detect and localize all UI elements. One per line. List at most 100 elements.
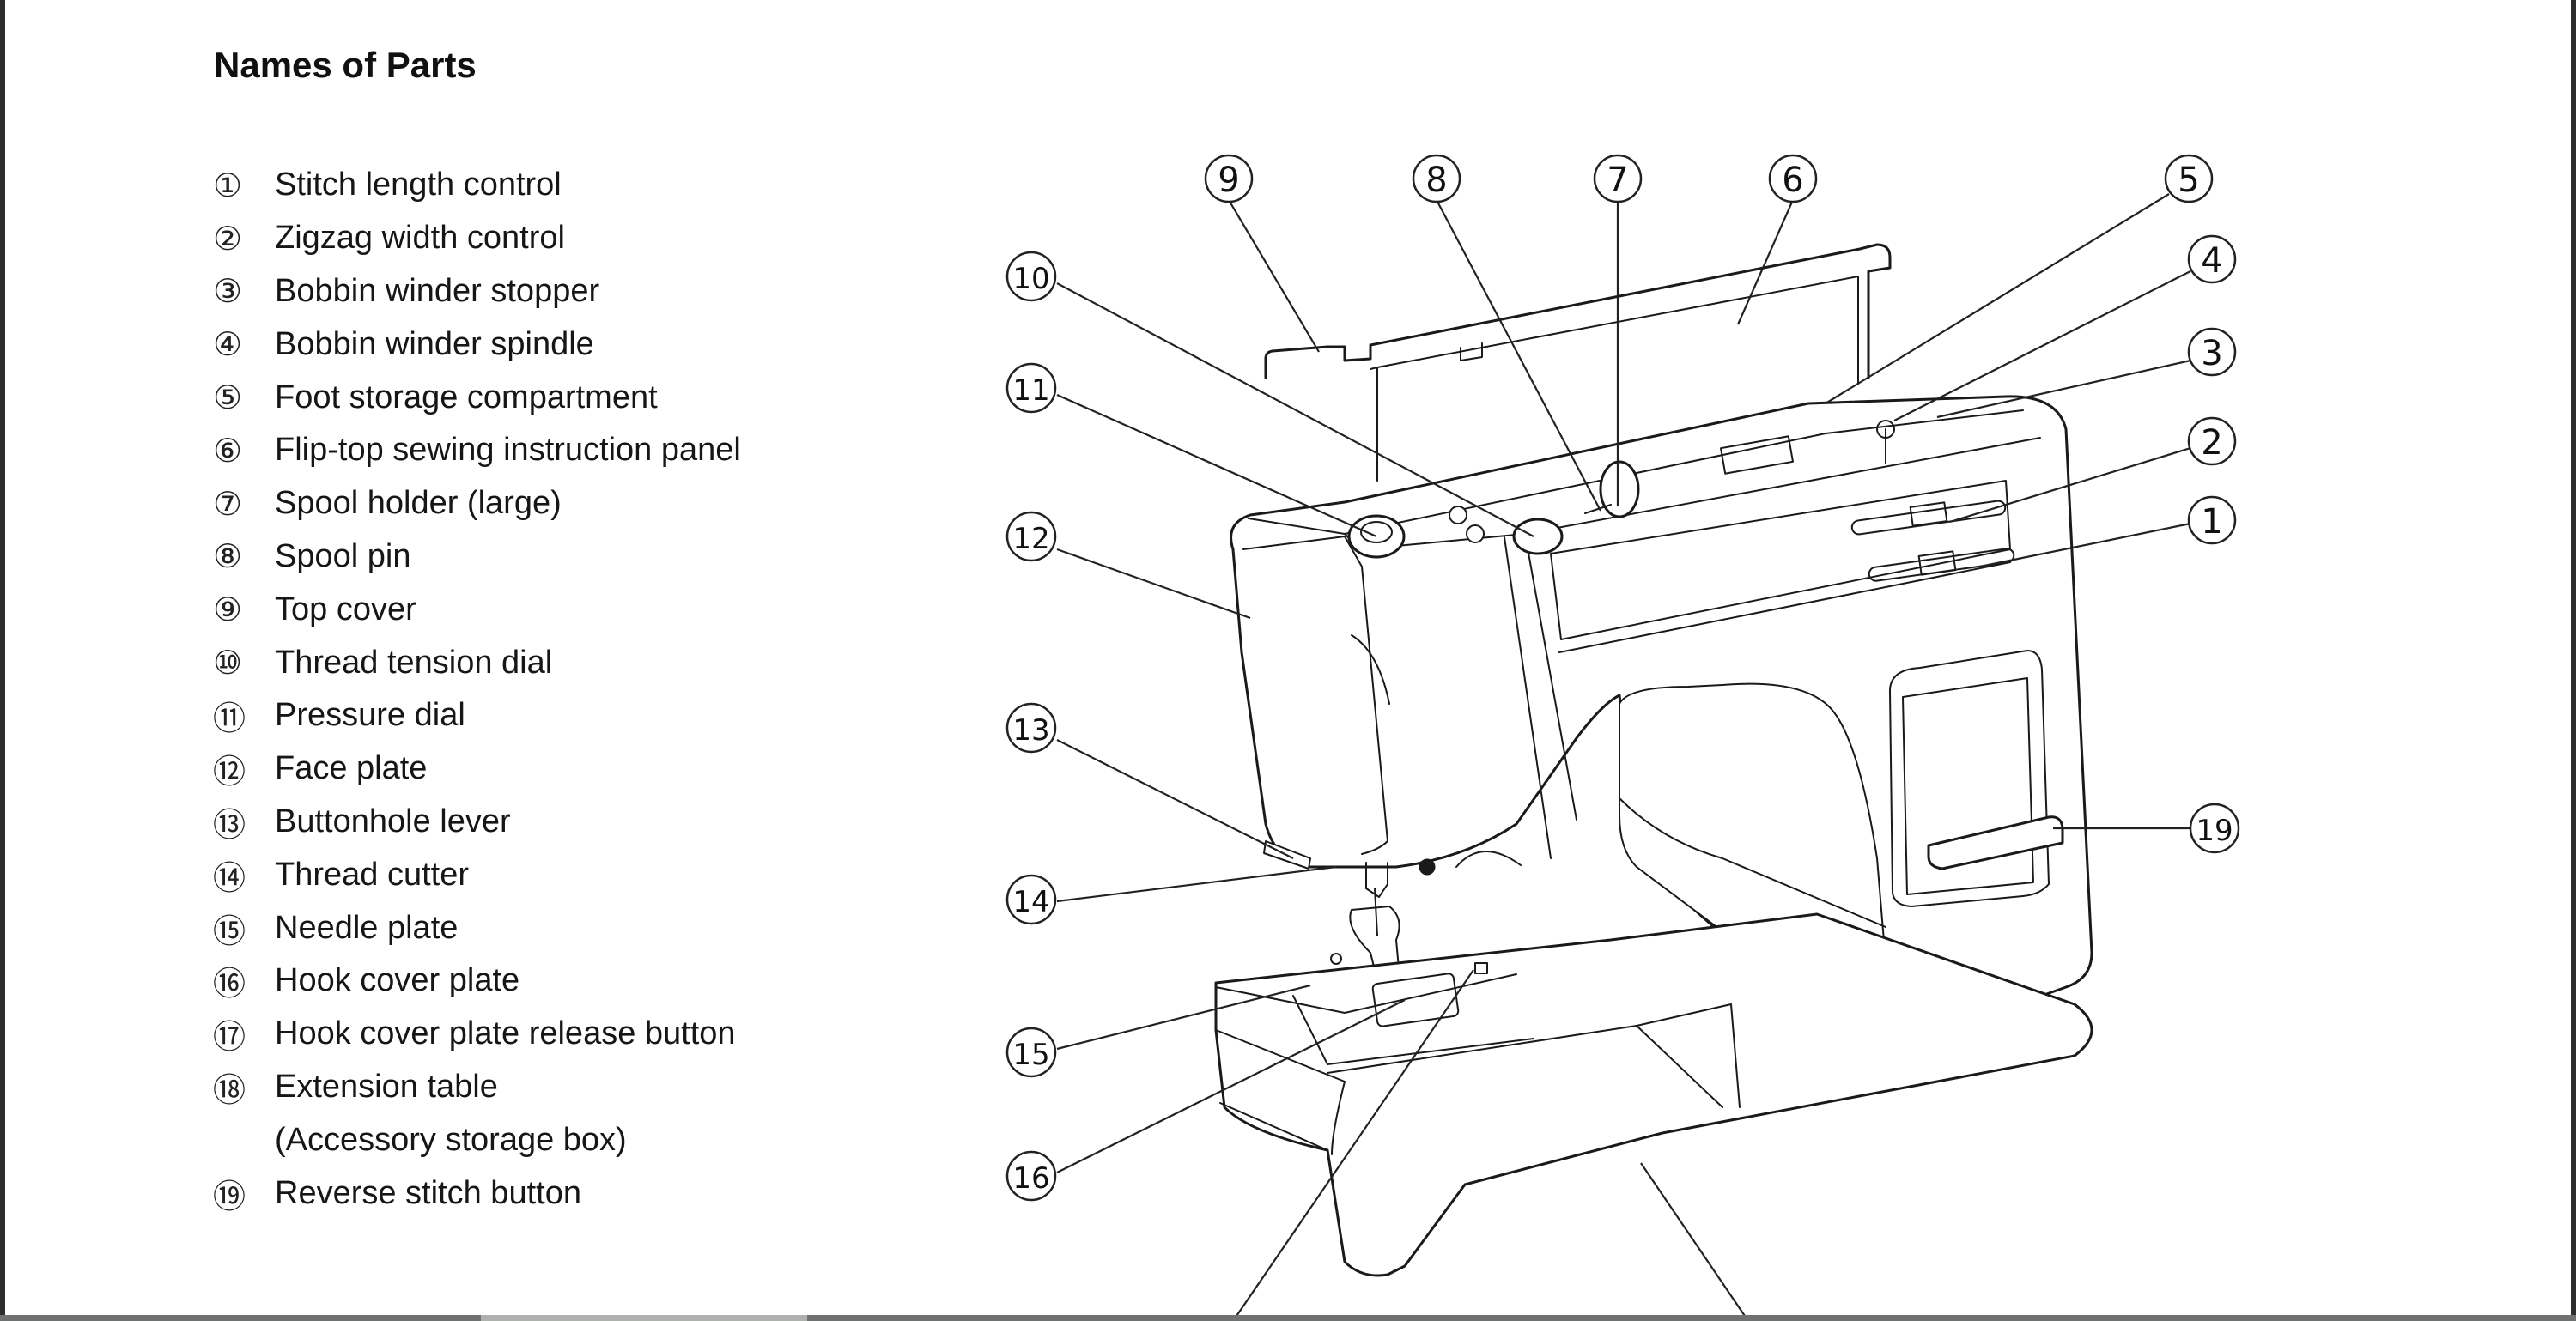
callout-number: 9 bbox=[1218, 161, 1239, 200]
list-item: ③ Bobbin winder stopper bbox=[213, 265, 741, 318]
callout-15: 15 bbox=[1005, 1027, 1057, 1078]
part-number: ⑱ bbox=[213, 1070, 246, 1109]
callout-number: 8 bbox=[1425, 161, 1447, 200]
callout-number: 2 bbox=[2201, 423, 2222, 463]
list-item: (Accessory storage box) bbox=[213, 1113, 741, 1166]
part-number: ⑯ bbox=[213, 965, 246, 1003]
part-label: Reverse stitch button bbox=[275, 1174, 581, 1211]
list-item: ④ Bobbin winder spindle bbox=[213, 318, 741, 371]
part-number: ⑫ bbox=[213, 753, 246, 791]
part-label: Hook cover plate bbox=[275, 962, 520, 999]
part-label: Thread cutter bbox=[275, 856, 469, 893]
callout-6: 6 bbox=[1768, 154, 1818, 203]
list-item: ⑭ Thread cutter bbox=[213, 848, 741, 901]
bottom-strip-highlight bbox=[481, 1315, 807, 1321]
part-number: ⑲ bbox=[213, 1177, 246, 1215]
list-item: ⑲ Reverse stitch button bbox=[213, 1166, 741, 1220]
callout-10: 10 bbox=[1005, 251, 1057, 302]
callout-number: 3 bbox=[2201, 334, 2222, 373]
callout-14: 14 bbox=[1005, 874, 1057, 925]
list-item: ⑧ Spool pin bbox=[213, 530, 741, 584]
part-label: Foot storage compartment bbox=[275, 379, 658, 415]
callout-9: 9 bbox=[1204, 154, 1254, 203]
list-item: ② Zigzag width control bbox=[213, 212, 741, 265]
callout-1: 1 bbox=[2187, 495, 2237, 545]
part-number: ⑰ bbox=[213, 1018, 246, 1057]
part-label: Flip-top sewing instruction panel bbox=[275, 432, 741, 469]
part-number: ⑤ bbox=[213, 379, 243, 417]
part-number: ⑩ bbox=[213, 644, 243, 682]
part-number: ⑨ bbox=[213, 591, 243, 629]
callout-number: 10 bbox=[1012, 262, 1049, 296]
sewing-machine-diagram: 9 8 7 6 5 4 3 2 bbox=[1005, 154, 2240, 1315]
part-label: Thread tension dial bbox=[275, 644, 553, 681]
part-label: Pressure dial bbox=[275, 697, 465, 734]
reverse-stitch-button bbox=[1927, 815, 2064, 870]
list-item: ⑤ Foot storage compartment bbox=[213, 371, 741, 424]
part-label: Bobbin winder stopper bbox=[275, 272, 600, 309]
callout-number: 5 bbox=[2178, 161, 2199, 200]
part-label: Buttonhole lever bbox=[275, 803, 511, 839]
callout-3: 3 bbox=[2187, 327, 2237, 377]
part-label: Stitch length control bbox=[275, 167, 562, 203]
part-label: (Accessory storage box) bbox=[275, 1121, 627, 1158]
part-label: Bobbin winder spindle bbox=[275, 325, 594, 362]
callout-number: 16 bbox=[1012, 1161, 1049, 1196]
part-number: ⑬ bbox=[213, 805, 246, 844]
callout-number: 19 bbox=[2196, 814, 2233, 848]
list-item: ⑱ Extension table bbox=[213, 1061, 741, 1114]
bottom-strip bbox=[0, 1315, 2576, 1321]
part-number: ⑭ bbox=[213, 858, 246, 897]
part-number: ⑪ bbox=[213, 700, 246, 738]
callout-number: 11 bbox=[1012, 373, 1049, 408]
part-label: Zigzag width control bbox=[275, 220, 565, 257]
part-label: Spool pin bbox=[275, 537, 411, 574]
part-number: ③ bbox=[213, 272, 243, 311]
callout-11: 11 bbox=[1005, 362, 1057, 414]
part-number: ① bbox=[213, 166, 243, 204]
list-item: ⑯ Hook cover plate bbox=[213, 954, 741, 1008]
callout-number: 14 bbox=[1012, 885, 1049, 919]
list-item: ⑩ Thread tension dial bbox=[213, 636, 741, 689]
part-number: ⑮ bbox=[213, 912, 246, 950]
part-label: Top cover bbox=[275, 591, 416, 627]
page-title: Names of Parts bbox=[214, 45, 477, 85]
callout-5: 5 bbox=[2164, 154, 2214, 203]
list-item: ⑮ Needle plate bbox=[213, 901, 741, 954]
callout-number: 4 bbox=[2201, 241, 2222, 281]
callout-16: 16 bbox=[1005, 1150, 1057, 1202]
thread-tension-dial bbox=[1512, 518, 1564, 555]
part-label: Needle plate bbox=[275, 909, 459, 946]
part-label: Spool holder (large) bbox=[275, 485, 562, 522]
list-item: ⑬ Buttonhole lever bbox=[213, 796, 741, 849]
part-label: Extension table bbox=[275, 1068, 498, 1105]
leader-lines bbox=[1056, 193, 2191, 1315]
callout-number: 12 bbox=[1012, 522, 1049, 556]
callout-13: 13 bbox=[1005, 702, 1057, 754]
list-item: ⑦ Spool holder (large) bbox=[213, 477, 741, 530]
list-item: ⑪ Pressure dial bbox=[213, 689, 741, 742]
callout-number: 15 bbox=[1012, 1038, 1049, 1072]
parts-list: ① Stitch length control ② Zigzag width con… bbox=[213, 159, 741, 1220]
machine-base bbox=[1214, 912, 2093, 1277]
part-number: ② bbox=[213, 219, 243, 258]
part-number: ④ bbox=[213, 325, 243, 364]
part-label: Face plate bbox=[275, 750, 428, 787]
sewing-machine-illustration bbox=[1214, 243, 2093, 1277]
part-number: ⑧ bbox=[213, 537, 243, 576]
callout-number: 13 bbox=[1012, 713, 1049, 748]
callout-number: 1 bbox=[2201, 502, 2222, 542]
callout-number: 7 bbox=[1607, 161, 1628, 200]
callout-number: 6 bbox=[1782, 161, 1803, 200]
part-label: Hook cover plate release button bbox=[275, 1015, 736, 1052]
spool-holder bbox=[1599, 460, 1640, 518]
flip-top-panel bbox=[1264, 243, 1892, 379]
callout-2: 2 bbox=[2187, 416, 2237, 466]
part-number: ⑦ bbox=[213, 484, 243, 523]
callout-12: 12 bbox=[1005, 511, 1057, 562]
list-item: ⑨ Top cover bbox=[213, 583, 741, 636]
callout-7: 7 bbox=[1593, 154, 1643, 203]
callout-4: 4 bbox=[2187, 234, 2237, 284]
